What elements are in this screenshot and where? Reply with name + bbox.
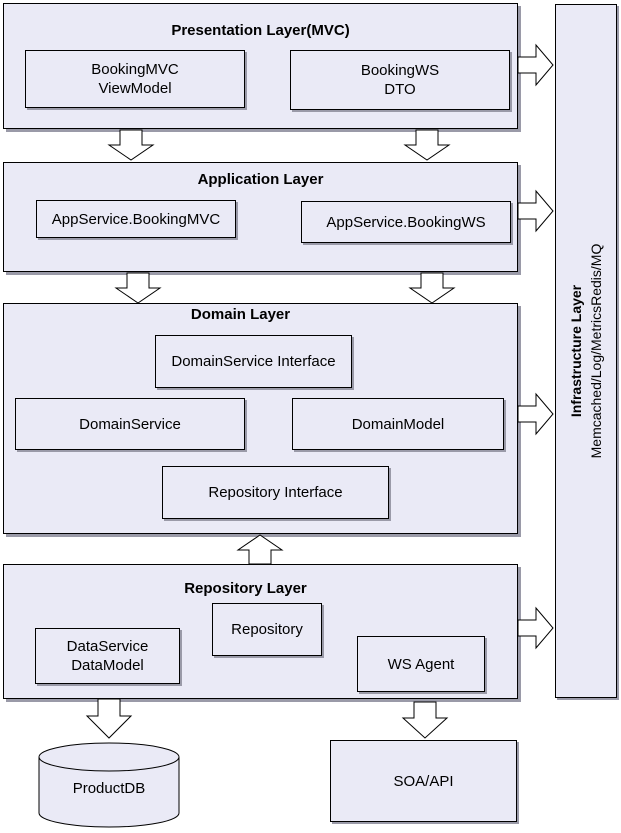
data-service-label: DataService [66, 638, 149, 655]
domain-service-box: DomainService [15, 398, 245, 450]
booking-mvc-box: BookingMVC ViewModel [25, 50, 245, 108]
down-arrow-productdb [85, 698, 133, 739]
down-arrow-presentation-left [107, 129, 155, 161]
right-arrow-repository [517, 606, 554, 650]
soa-api-box: SOA/API [330, 740, 517, 822]
view-model-label: ViewModel [98, 80, 172, 97]
productdb-cylinder: ProductDB [38, 742, 180, 828]
presentation-layer: Presentation Layer(MVC) BookingMVC ViewM… [3, 3, 518, 129]
database-icon [38, 742, 180, 828]
down-arrow-presentation-right [403, 129, 451, 161]
ws-agent-box: WS Agent [357, 636, 485, 692]
repository-layer: Repository Layer Repository DataService … [3, 564, 518, 699]
right-arrow-domain [517, 392, 554, 436]
right-arrow-presentation [517, 43, 554, 87]
application-layer: Application Layer AppService.BookingMVC … [3, 162, 518, 272]
domain-layer: Domain Layer DomainService Interface Dom… [3, 303, 518, 534]
dto-label: DTO [384, 81, 416, 98]
down-arrow-application-left [114, 272, 162, 304]
appservice-mvc-box: AppService.BookingMVC [36, 200, 236, 238]
down-arrow-application-right [408, 272, 456, 304]
presentation-layer-title: Presentation Layer(MVC) [171, 22, 350, 39]
productdb-label: ProductDB [72, 780, 146, 797]
right-arrow-application [517, 189, 554, 233]
application-layer-title: Application Layer [197, 171, 324, 188]
domain-layer-title: Domain Layer [190, 306, 291, 323]
infrastructure-layer: Infrastructure Layer Memcached/Log/Metri… [555, 4, 617, 698]
data-service-box: DataService DataModel [35, 628, 180, 684]
booking-ws-box: BookingWS DTO [290, 50, 510, 110]
repository-layer-title: Repository Layer [184, 580, 307, 597]
booking-ws-label: BookingWS [360, 62, 440, 79]
domain-service-interface-box: DomainService Interface [155, 335, 352, 388]
up-arrow-repository [236, 534, 284, 565]
appservice-ws-box: AppService.BookingWS [301, 201, 511, 243]
data-model-label: DataModel [71, 657, 144, 674]
down-arrow-soa [401, 701, 449, 739]
repository-interface-box: Repository Interface [162, 466, 389, 519]
booking-mvc-label: BookingMVC [91, 61, 179, 78]
repository-box: Repository [212, 603, 322, 656]
domain-model-box: DomainModel [292, 398, 504, 450]
